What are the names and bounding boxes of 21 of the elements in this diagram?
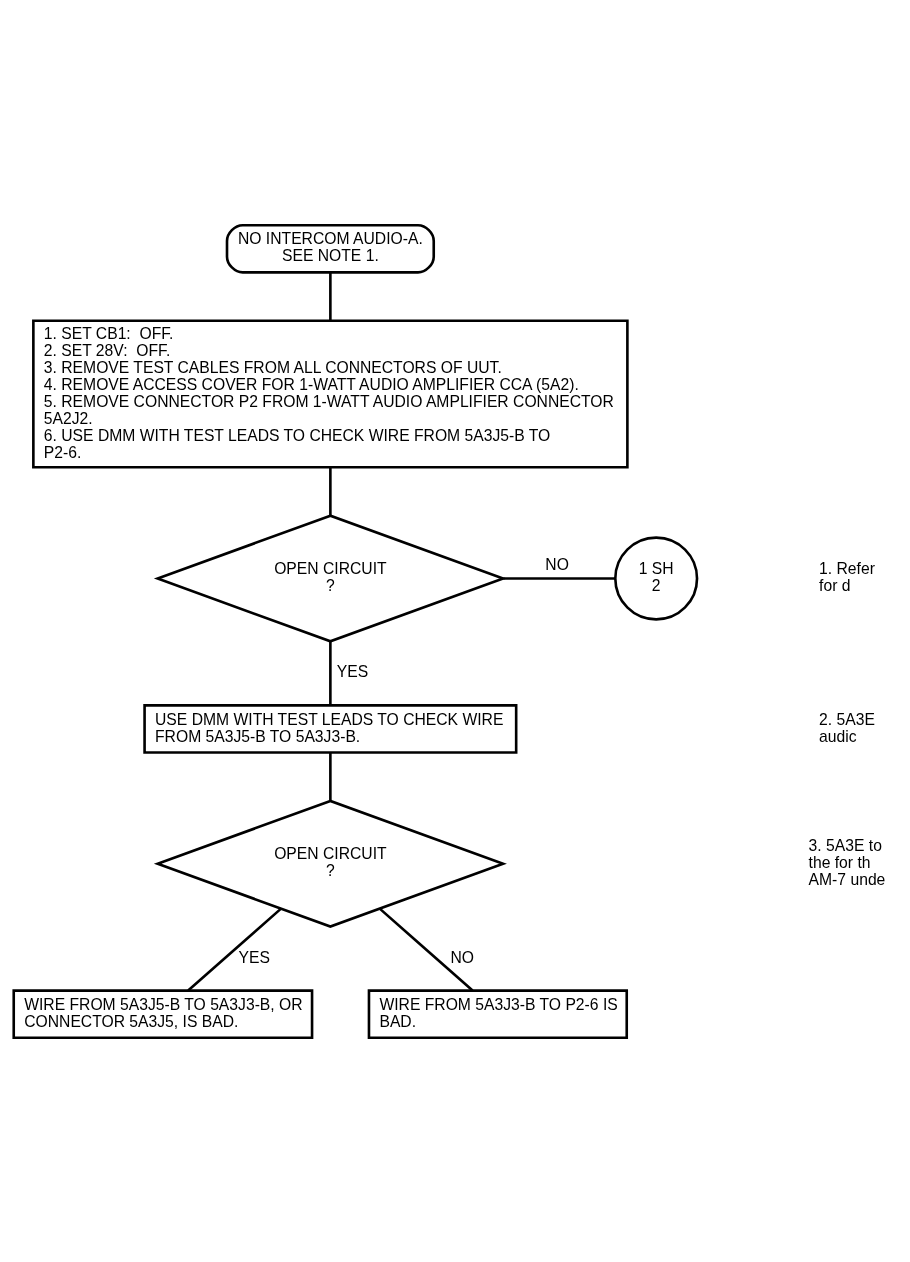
connector: [187, 907, 282, 992]
connector: [329, 752, 332, 801]
node-diamond: OPEN CIRCUIT ?: [153, 799, 507, 928]
edge-label: NO: [450, 948, 475, 966]
node-box: WIRE FROM 5A3J5-B TO 5A3J3-B, OR CONNECTOR 5A3J5, IS BAD.: [12, 988, 314, 1039]
node-circle: 1 SH 2: [614, 535, 699, 621]
edge-label: YES: [238, 948, 270, 966]
edge-label: YES: [336, 662, 369, 680]
connector: [329, 641, 332, 705]
connector: [503, 576, 616, 580]
node-box: 1. SET CB1: OFF. 2. SET 28V: OFF. 3. REMOVE TEST CABLES FROM ALL CONNECTORS OF UUT. 4. REMOVE ACCESS COVER FOR 1-WATT AUDIO AMPLIFIER CCA (5A2). 5. REMOVE CONNECTOR P2 FROM 1-WATT AUDIO AMPLIFIER CONNECTOR 5A2J2. 6. USE DMM WITH TEST LEADS TO CHECK WIRE FROM 5A3J5-B TO P2-6.: [32, 318, 629, 469]
label: 2. 5A3E audic: [819, 710, 875, 745]
connector: [378, 907, 474, 992]
edge-label: NO: [545, 555, 569, 573]
connector: [329, 467, 332, 516]
node-box: NO INTERCOM AUDIO-A. SEE NOTE 1.: [225, 223, 436, 274]
node-box: USE DMM WITH TEST LEADS TO CHECK WIRE FROM 5A3J5-B TO 5A3J3-B.: [143, 703, 518, 754]
label: 1. Refer for d: [819, 559, 875, 594]
label: 3. 5A3E to the for th AM-7 unde: [808, 836, 886, 888]
node-box: WIRE FROM 5A3J3-B TO P2-6 IS BAD.: [367, 988, 629, 1039]
connector: [329, 271, 332, 321]
